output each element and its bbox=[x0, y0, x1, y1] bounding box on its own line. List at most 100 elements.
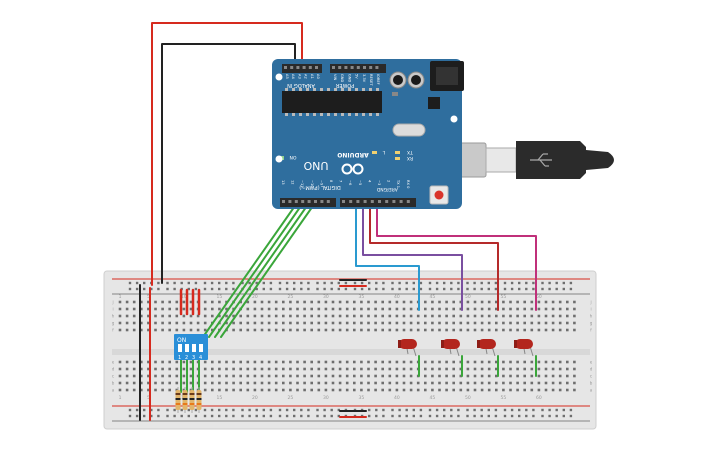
breadboard-hole bbox=[516, 321, 519, 325]
breadboard-hole bbox=[132, 388, 136, 392]
breadboard-hole bbox=[296, 314, 299, 318]
rx-label: RX bbox=[407, 155, 413, 161]
breadboard-hole bbox=[523, 314, 526, 318]
l-led-icon bbox=[372, 151, 377, 154]
breadboard-hole bbox=[466, 360, 470, 364]
breadboard-hole bbox=[260, 300, 264, 304]
breadboard-hole bbox=[445, 381, 448, 385]
wire-pink-led4[interactable] bbox=[376, 202, 537, 311]
rail-hole bbox=[337, 414, 340, 418]
wire-green-4[interactable] bbox=[220, 202, 316, 338]
led-2[interactable] bbox=[441, 339, 460, 357]
breadboard-hole bbox=[253, 314, 257, 318]
dip-toggle-1[interactable] bbox=[178, 344, 182, 352]
breadboard-hole bbox=[282, 367, 285, 371]
breadboard-hole bbox=[495, 314, 498, 318]
breadboard-hole bbox=[317, 367, 321, 371]
breadboard-holes bbox=[118, 281, 576, 418]
breadboard-hole bbox=[260, 321, 264, 325]
breadboard-hole bbox=[253, 367, 257, 371]
row-letter: a bbox=[112, 388, 115, 393]
analog-header[interactable] bbox=[282, 64, 322, 73]
breadboard-hole bbox=[445, 360, 448, 364]
rail-hole bbox=[457, 408, 460, 412]
dip-toggle-3[interactable] bbox=[192, 344, 196, 352]
pin-label: TX 1 bbox=[396, 179, 400, 188]
breadboard-hole bbox=[132, 314, 136, 318]
breadboard-hole bbox=[509, 300, 512, 304]
model-label: UNO bbox=[303, 159, 328, 172]
dip-toggle-2[interactable] bbox=[185, 344, 189, 352]
wire-green-1[interactable] bbox=[202, 202, 298, 338]
breadboard-hole bbox=[402, 328, 406, 332]
wire-green-3[interactable] bbox=[214, 202, 310, 338]
breadboard-hole bbox=[516, 367, 519, 371]
row-letter: c bbox=[112, 374, 114, 379]
breadboard-hole bbox=[473, 314, 477, 318]
breadboard-hole bbox=[381, 374, 384, 378]
rail-hole bbox=[569, 287, 573, 291]
chip-leg bbox=[334, 113, 337, 116]
led-3[interactable] bbox=[477, 339, 496, 357]
breadboard-hole bbox=[452, 300, 455, 304]
breadboard-hole bbox=[345, 388, 349, 392]
rail-hole bbox=[307, 408, 310, 412]
breadboard-hole bbox=[530, 328, 534, 332]
wire-blue-led1[interactable] bbox=[355, 202, 420, 311]
capacitor-1 bbox=[389, 71, 407, 89]
breadboard-hole bbox=[140, 367, 143, 371]
wire-darkred-led3[interactable] bbox=[369, 202, 499, 311]
breadboard-hole bbox=[573, 367, 576, 371]
resistor-array[interactable] bbox=[175, 387, 202, 413]
row-letter: c bbox=[590, 374, 592, 379]
wire-red-5v[interactable] bbox=[151, 22, 303, 286]
wire-purple-led2[interactable] bbox=[362, 202, 463, 311]
breadboard-hole bbox=[267, 314, 271, 318]
breadboard-hole bbox=[282, 321, 285, 325]
breadboard-hole bbox=[154, 374, 157, 378]
breadboard-hole bbox=[289, 321, 292, 325]
dip-number-4: 4 bbox=[199, 355, 202, 361]
rail-hole bbox=[541, 408, 544, 412]
breadboard-hole bbox=[544, 367, 548, 371]
rail-hole bbox=[262, 414, 265, 418]
rail-hole bbox=[480, 408, 483, 412]
breadboard-hole bbox=[331, 381, 335, 385]
breadboard-hole bbox=[438, 360, 441, 364]
breadboard-hole bbox=[473, 328, 477, 332]
rail-hole bbox=[232, 414, 235, 418]
breadboard-hole bbox=[395, 374, 399, 378]
rail-hole bbox=[180, 414, 183, 418]
breadboard-hole bbox=[374, 381, 377, 385]
resistor-2 bbox=[182, 387, 188, 413]
rail-hole bbox=[368, 414, 371, 418]
column-number: 35 bbox=[359, 395, 365, 401]
breadboard-hole bbox=[509, 388, 512, 392]
breadboard-hole bbox=[282, 314, 285, 318]
dip-toggle-4[interactable] bbox=[199, 344, 203, 352]
breadboard-hole bbox=[260, 388, 264, 392]
breadboard-hole bbox=[253, 328, 257, 332]
breadboard-hole bbox=[480, 328, 484, 332]
rail-hole bbox=[128, 281, 132, 285]
pin-label: A4 bbox=[291, 74, 295, 79]
breadboard-hole bbox=[416, 314, 420, 318]
wire-green-2[interactable] bbox=[208, 202, 304, 338]
breadboard-hole bbox=[353, 388, 356, 392]
reset-button[interactable] bbox=[429, 185, 449, 205]
breadboard-hole bbox=[381, 314, 384, 318]
led-1[interactable] bbox=[398, 339, 417, 357]
breadboard-hole bbox=[168, 328, 171, 332]
breadboard-hole bbox=[246, 367, 250, 371]
breadboard-hole bbox=[480, 307, 484, 311]
breadboard-hole bbox=[211, 307, 214, 311]
led-4[interactable] bbox=[514, 339, 534, 357]
dip-switch[interactable]: ON 1 2 3 4 bbox=[174, 334, 208, 361]
breadboard-hole bbox=[395, 314, 399, 318]
wire-black-gnd[interactable] bbox=[161, 43, 296, 284]
breadboard-hole bbox=[147, 388, 150, 392]
breadboard-hole bbox=[232, 360, 235, 364]
header-pin bbox=[284, 66, 287, 69]
rail-hole bbox=[316, 408, 319, 412]
